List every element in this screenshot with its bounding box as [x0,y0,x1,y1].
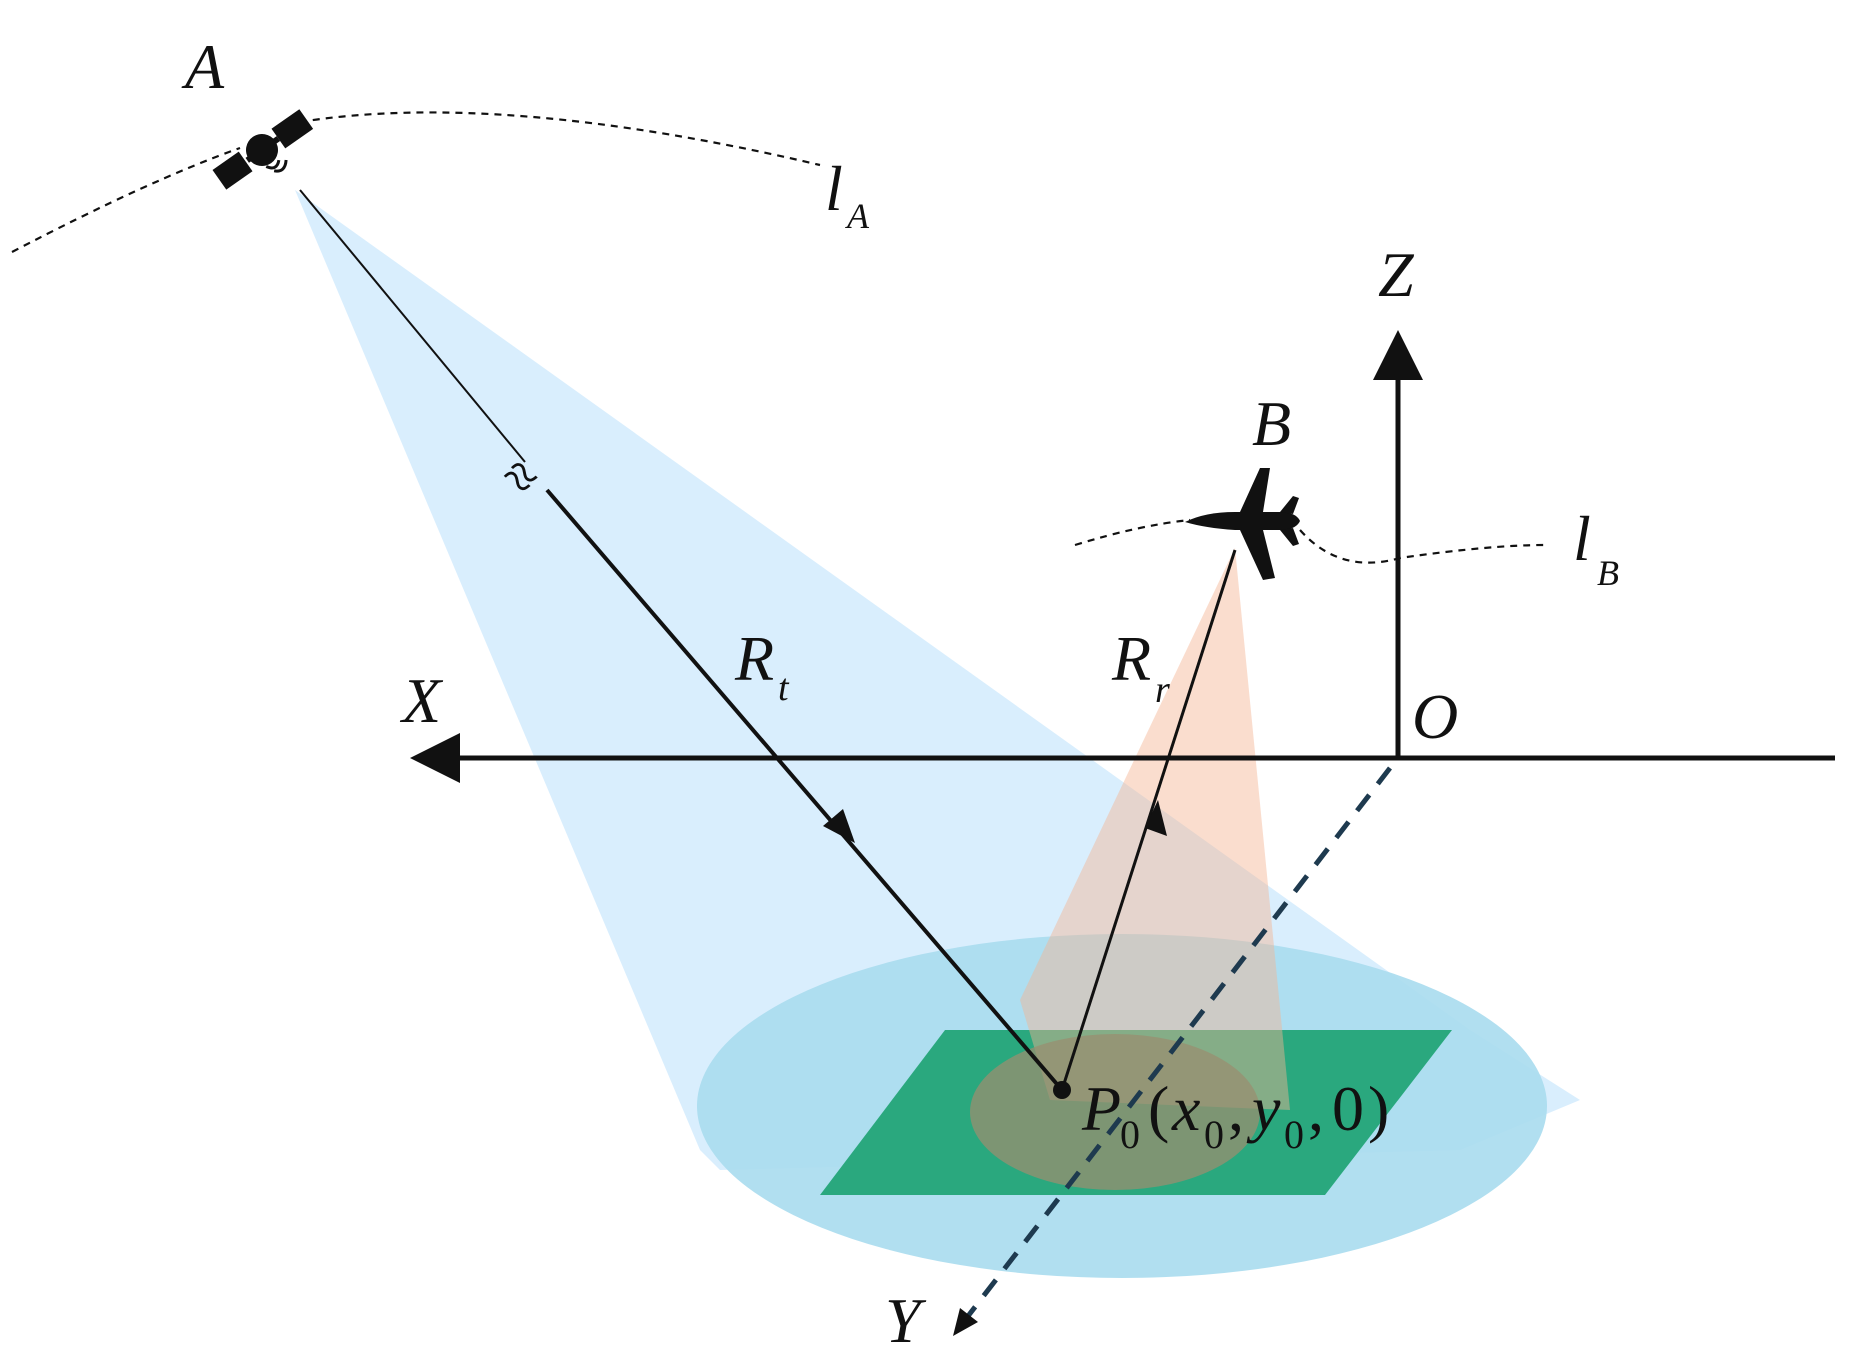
point-x-subscript: 0 [1204,1112,1224,1157]
z-axis-label: Z [1378,239,1415,310]
target-point [1053,1081,1071,1099]
transmitter-beam [295,190,1580,1170]
aircraft-track [1074,518,1546,564]
point-symbol: P [1081,1073,1121,1144]
origin-label: O [1412,681,1458,752]
receive-range-symbol: R [1111,623,1151,694]
transmit-range-subscript: t [778,667,790,709]
satellite-track-symbol: l [825,153,843,224]
y-axis [963,766,1392,1322]
receive-path-arrowhead [1145,800,1167,836]
point-y-subscript: 0 [1284,1112,1304,1157]
aircraft-track-label: l B [1573,503,1619,593]
y-axis-arrowhead [953,1308,978,1336]
point-y-symbol: y [1246,1073,1281,1144]
point-symbol-subscript: 0 [1120,1112,1140,1157]
y-axis-label: Y [885,1285,927,1356]
point-comma-1: , [1228,1073,1244,1144]
satellite-icon [212,109,314,190]
point-comma-2: , [1308,1073,1324,1144]
point-open-paren: ( [1148,1073,1169,1144]
point-x-symbol: x [1171,1073,1200,1144]
transmit-path-lower [545,488,1064,1092]
point-z-value: 0 [1332,1073,1364,1144]
transmit-path-arrowhead [823,809,855,843]
point-close-paren: ) [1368,1073,1389,1144]
transmit-path-upper [299,189,526,463]
target-point-label: P 0 ( x 0 , y 0 , 0 ) [1081,1073,1389,1157]
receive-range-label: R r [1111,623,1170,711]
transmit-range-label: R t [734,623,790,709]
aircraft-track-subscript: B [1597,553,1619,593]
satellite-label: A [181,31,225,102]
x-axis-label: X [399,665,444,736]
aircraft-track-symbol: l [1573,503,1591,574]
satellite-track [11,111,821,253]
receiver-footprint [970,1034,1260,1190]
satellite-track-label: l A [825,153,870,236]
receive-path [1060,549,1237,1091]
receive-range-subscript: r [1155,669,1170,711]
transmit-range-symbol: R [734,623,774,694]
aircraft-label: B [1252,388,1291,459]
satellite-track-subscript: A [845,196,870,236]
airplane-icon [1185,468,1300,580]
